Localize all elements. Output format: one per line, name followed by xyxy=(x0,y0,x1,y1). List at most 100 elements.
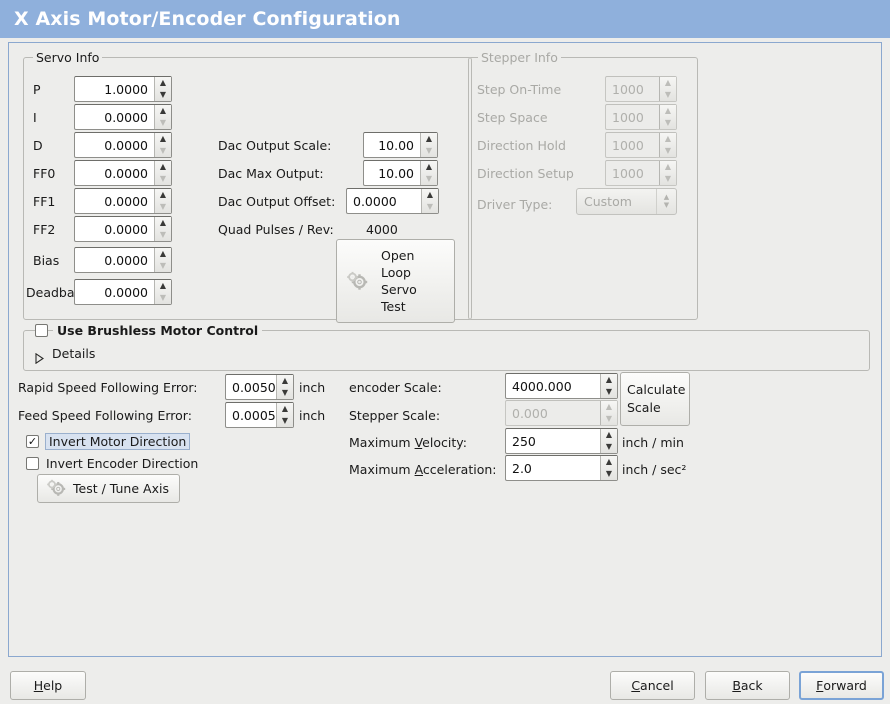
maximum-acceleration-spin[interactable]: 2.0 ▲▼ xyxy=(505,455,618,481)
servo-spin-d[interactable]: 0.0000 ▲▼ xyxy=(74,132,172,158)
servo-spin-deadband-buttons[interactable]: ▲▼ xyxy=(154,280,171,304)
spin-down-icon[interactable]: ▼ xyxy=(281,388,289,397)
servo-label-ff0: FF0 xyxy=(33,166,56,181)
dac-max-output-spin[interactable]: 10.00 ▲▼ xyxy=(363,160,438,186)
rapid-speed-following-error-value: 0.0050 xyxy=(232,379,276,395)
step-on-time-value: 1000 xyxy=(612,81,644,97)
servo-spin-ff2-buttons[interactable]: ▲▼ xyxy=(154,217,171,241)
spin-down-icon[interactable]: ▼ xyxy=(281,416,289,425)
servo-spin-i[interactable]: 0.0000 ▲▼ xyxy=(74,104,172,130)
servo-spin-p-buttons[interactable]: ▲▼ xyxy=(154,77,171,101)
spin-down-icon[interactable]: ▼ xyxy=(605,469,613,478)
feed-speed-following-error-spin[interactable]: 0.0005 ▲▼ xyxy=(225,402,294,428)
spin-down-icon[interactable]: ▼ xyxy=(605,387,613,396)
servo-spin-bias-buttons[interactable]: ▲▼ xyxy=(154,248,171,272)
spin-up-icon[interactable]: ▲ xyxy=(605,457,613,466)
maximum-acceleration-buttons[interactable]: ▲▼ xyxy=(600,456,617,480)
calculate-scale-line-2: Scale xyxy=(627,400,661,415)
maximum-velocity-buttons[interactable]: ▲▼ xyxy=(600,429,617,453)
spin-up-icon[interactable]: ▲ xyxy=(159,218,167,227)
spin-up-icon[interactable]: ▲ xyxy=(159,78,167,87)
details-expander[interactable]: Details xyxy=(35,346,95,364)
spin-down-icon: ▼ xyxy=(664,90,672,99)
maximum-velocity-spin[interactable]: 250 ▲▼ xyxy=(505,428,618,454)
spin-up-icon[interactable]: ▲ xyxy=(605,375,613,384)
dac-max-output-buttons[interactable]: ▲▼ xyxy=(420,161,437,185)
gears-icon xyxy=(45,479,69,499)
use-brushless-motor-control-row[interactable]: Use Brushless Motor Control xyxy=(35,323,263,338)
servo-label-ff2: FF2 xyxy=(33,222,56,237)
servo-spin-ff0-buttons[interactable]: ▲▼ xyxy=(154,161,171,185)
use-brushless-checkbox[interactable] xyxy=(35,324,48,337)
quad-pulses-value: 4000 xyxy=(366,222,398,237)
spin-down-icon[interactable]: ▼ xyxy=(159,230,167,239)
dac-output-offset-buttons[interactable]: ▲▼ xyxy=(421,189,438,213)
invert-encoder-direction-checkbox[interactable] xyxy=(26,457,39,470)
spin-down-icon[interactable]: ▼ xyxy=(159,202,167,211)
spin-down-icon[interactable]: ▼ xyxy=(425,174,433,183)
dac-output-scale-spin[interactable]: 10.00 ▲▼ xyxy=(363,132,438,158)
spin-down-icon[interactable]: ▼ xyxy=(159,90,167,99)
calculate-scale-button[interactable]: Calculate Scale xyxy=(620,372,690,426)
chevron-right-icon[interactable] xyxy=(35,348,44,364)
dac-output-offset-spin[interactable]: 0.0000 ▲▼ xyxy=(346,188,439,214)
dac-output-scale-buttons[interactable]: ▲▼ xyxy=(420,133,437,157)
spin-down-icon[interactable]: ▼ xyxy=(159,293,167,302)
invert-motor-direction-row[interactable]: ✓ Invert Motor Direction xyxy=(26,433,191,450)
spin-down-icon: ▼ xyxy=(664,146,672,155)
spin-down-icon[interactable]: ▼ xyxy=(425,146,433,155)
spin-down-icon[interactable]: ▼ xyxy=(426,202,434,211)
servo-spin-d-buttons[interactable]: ▲▼ xyxy=(154,133,171,157)
rapid-spin-buttons[interactable]: ▲▼ xyxy=(276,375,293,399)
open-loop-servo-test-button[interactable]: Open Loop Servo Test xyxy=(336,239,455,323)
spin-up-icon: ▲ xyxy=(664,78,672,87)
spin-up-icon[interactable]: ▲ xyxy=(159,190,167,199)
spin-up-icon[interactable]: ▲ xyxy=(159,134,167,143)
spin-up-icon[interactable]: ▲ xyxy=(426,190,434,199)
servo-spin-ff0[interactable]: 0.0000 ▲▼ xyxy=(74,160,172,186)
encoder-scale-spin[interactable]: 4000.000 ▲▼ xyxy=(505,373,618,399)
spin-up-icon[interactable]: ▲ xyxy=(159,281,167,290)
spin-up-icon[interactable]: ▲ xyxy=(605,430,613,439)
test-tune-axis-button[interactable]: Test / Tune Axis xyxy=(37,474,180,503)
invert-encoder-direction-row[interactable]: Invert Encoder Direction xyxy=(26,456,198,471)
spin-up-icon[interactable]: ▲ xyxy=(159,162,167,171)
spin-up-icon[interactable]: ▲ xyxy=(281,376,289,385)
max-velocity-label-key: V xyxy=(414,435,423,450)
invert-motor-direction-checkbox[interactable]: ✓ xyxy=(26,435,39,448)
spin-down-icon[interactable]: ▼ xyxy=(159,118,167,127)
page-title: X Axis Motor/Encoder Configuration xyxy=(14,8,401,30)
spin-up-icon[interactable]: ▲ xyxy=(281,404,289,413)
spin-down-icon[interactable]: ▼ xyxy=(159,146,167,155)
open-loop-line-3: Servo xyxy=(381,282,417,297)
spin-up-icon[interactable]: ▲ xyxy=(159,249,167,258)
max-accel-label-key: A xyxy=(414,462,423,477)
quad-pulses-label: Quad Pulses / Rev: xyxy=(218,222,334,237)
spin-up-icon[interactable]: ▲ xyxy=(159,106,167,115)
encoder-scale-buttons[interactable]: ▲▼ xyxy=(600,374,617,398)
servo-spin-deadband[interactable]: 0.0000 ▲▼ xyxy=(74,279,172,305)
spin-up-icon[interactable]: ▲ xyxy=(425,162,433,171)
rapid-speed-following-error-spin[interactable]: 0.0050 ▲▼ xyxy=(225,374,294,400)
servo-spin-p[interactable]: 1.0000 ▲▼ xyxy=(74,76,172,102)
servo-spin-ff1-buttons[interactable]: ▲▼ xyxy=(154,189,171,213)
spin-down-icon[interactable]: ▼ xyxy=(159,174,167,183)
spin-down-icon[interactable]: ▼ xyxy=(159,261,167,270)
servo-info-legend: Servo Info xyxy=(33,50,103,65)
feed-spin-buttons[interactable]: ▲▼ xyxy=(276,403,293,427)
spin-up-icon[interactable]: ▲ xyxy=(425,134,433,143)
servo-spin-ff1[interactable]: 0.0000 ▲▼ xyxy=(74,188,172,214)
direction-hold-label: Direction Hold xyxy=(477,138,566,153)
servo-spin-bias[interactable]: 0.0000 ▲▼ xyxy=(74,247,172,273)
feed-unit-label: inch xyxy=(299,408,326,423)
cancel-label-key: C xyxy=(631,678,641,693)
spin-down-icon[interactable]: ▼ xyxy=(605,442,613,451)
maximum-velocity-unit: inch / min xyxy=(622,435,684,450)
servo-spin-ff2[interactable]: 0.0000 ▲▼ xyxy=(74,216,172,242)
servo-spin-i-buttons[interactable]: ▲▼ xyxy=(154,105,171,129)
